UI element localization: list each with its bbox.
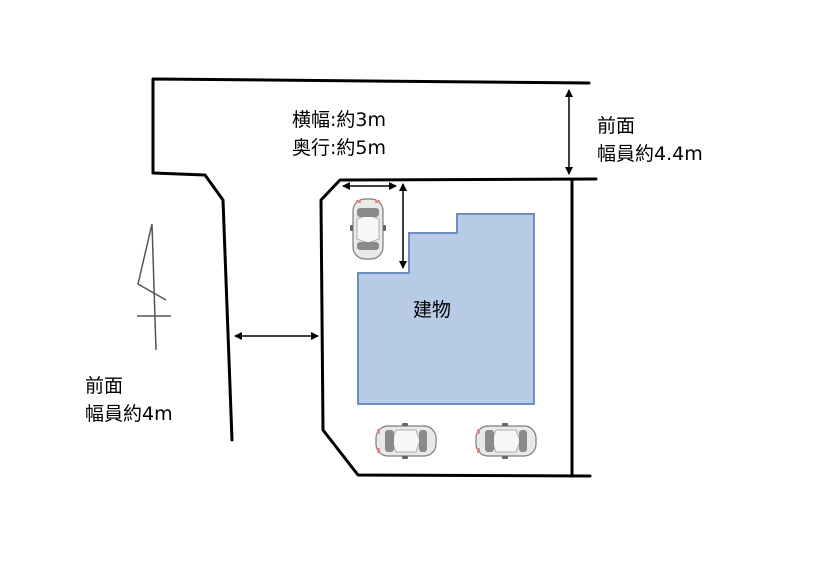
parking-depth-text: 奥行:約5m xyxy=(292,137,386,159)
dimension-arrows xyxy=(234,89,573,340)
road-left-label: 前面 幅員約4m xyxy=(85,372,173,428)
car-icon xyxy=(475,422,537,460)
road-right-line2: 幅員約4.4m xyxy=(597,143,703,165)
building-label: 建物 xyxy=(413,299,452,321)
building xyxy=(357,213,535,405)
road-left-line2: 幅員約4m xyxy=(85,403,173,425)
road-right-label: 前面 幅員約4.4m xyxy=(597,112,703,168)
north-arrow-icon xyxy=(137,223,171,351)
parking-dimensions-label: 横幅:約3m 奥行:約5m xyxy=(292,106,386,162)
road-outline xyxy=(151,77,598,478)
road-right-line1: 前面 xyxy=(597,115,636,137)
road-left-line1: 前面 xyxy=(85,375,124,397)
parking-width-text: 横幅:約3m xyxy=(292,109,386,131)
car-icon xyxy=(349,198,387,260)
car-icon xyxy=(375,422,437,460)
